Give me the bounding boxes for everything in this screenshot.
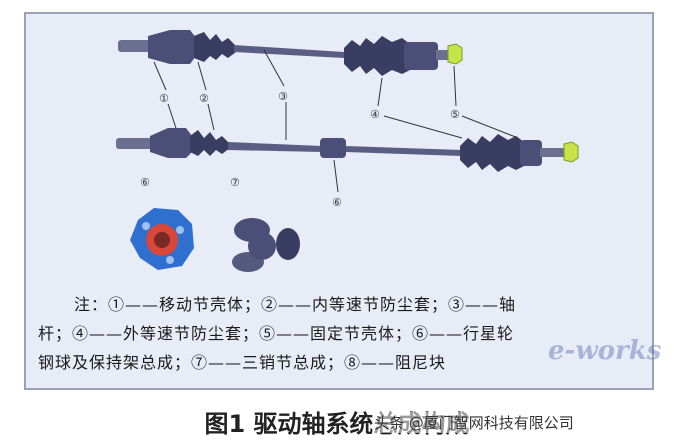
planetary-gear-ball: [142, 222, 150, 230]
planetary-gear-ball: [166, 256, 174, 264]
lower-shaft-bar-left: [228, 142, 322, 152]
upper-damper-nut: [447, 43, 463, 65]
planetary-gear-ball: [176, 226, 184, 234]
lower-shaft-bar-right: [346, 146, 462, 156]
upper-fixed-housing: [404, 42, 438, 70]
callout-7: ⑦: [230, 176, 240, 189]
leader-lines: [153, 49, 519, 193]
note-line-3: 钢球及保持架总成；⑦——三销节总成；⑧——阻尼块: [38, 353, 447, 372]
leader-line-2: [197, 61, 207, 91]
toutiao-watermark: 头条 @厦门智网科技有限公司: [372, 412, 576, 433]
lower-drive-shaft: [116, 128, 579, 172]
callout-6-gear: ⑥: [140, 176, 150, 189]
tripod-joint-assembly: [232, 218, 300, 272]
lower-damper-block: [320, 138, 346, 158]
callout-4: ④: [370, 108, 380, 121]
leader-line-5: [453, 65, 457, 107]
leader-line-6: [333, 159, 339, 193]
note-line-1: 注：①——移动节壳体；②——内等速节防尘套；③——轴: [74, 295, 517, 314]
lower-inner-boot: [190, 130, 230, 156]
lower-fixed-housing: [520, 140, 542, 166]
upper-outer-stub: [436, 50, 448, 60]
lower-inner-stub: [116, 138, 152, 149]
lower-outer-stub: [540, 148, 564, 157]
upper-outer-boot: [344, 36, 410, 76]
planetary-gear-assembly: [130, 208, 194, 270]
upper-inner-housing: [148, 30, 196, 64]
callouts: ① ② ③ ④ ⑤ ⑥ ⑦ ⑥: [140, 90, 460, 209]
lower-inner-housing: [150, 128, 192, 158]
callout-5: ⑤: [450, 108, 460, 121]
upper-drive-shaft: [118, 30, 463, 76]
leader-line-4: [377, 77, 383, 107]
eworks-watermark: e-works: [548, 336, 662, 366]
lower-outer-boot: [460, 134, 524, 172]
upper-inner-stub: [118, 40, 150, 52]
callout-3: ③: [278, 90, 288, 103]
upper-inner-boot: [194, 32, 236, 62]
leader-line-5b: [461, 115, 519, 139]
diagram-frame: [24, 12, 654, 390]
leader-line-3: [263, 49, 285, 87]
leader-line-2b: [207, 103, 215, 131]
note-line-2: 杆；④——外等速节防尘套；⑤——固定节壳体；⑥——行星轮: [38, 324, 515, 343]
tripod-arm-right: [276, 228, 300, 260]
leader-line-1b: [167, 103, 177, 129]
tripod-center: [248, 232, 276, 260]
callout-6-shaft: ⑥: [332, 196, 342, 209]
planetary-gear-hub: [154, 232, 170, 248]
upper-shaft-bar: [234, 45, 344, 58]
lower-damper-nut: [563, 141, 579, 163]
leader-line-4b: [383, 115, 463, 139]
leader-line-1: [153, 61, 167, 91]
callout-1: ①: [159, 92, 169, 105]
callout-2: ②: [199, 92, 209, 105]
